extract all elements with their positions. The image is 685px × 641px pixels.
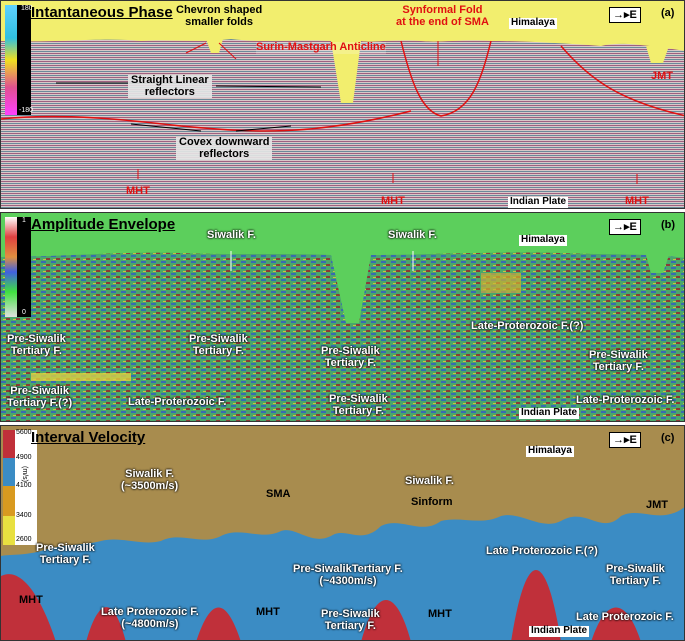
label-presiwalik-3: Pre-Siwalik Tertiary F. <box>321 345 380 369</box>
label-late-proterozoic-1: Late-Proterozoic F.(?) <box>471 320 584 332</box>
panel-instantaneous-phase: 180 -180 Intantaneous Phase →▸E (a) Chev… <box>0 0 685 209</box>
colorbar-unit: (m/s) <box>21 466 28 482</box>
label-indian-plate: Indian Plate <box>519 407 580 419</box>
label-sinform: Sinform <box>411 496 453 508</box>
colorbar-max: 180 <box>21 5 33 12</box>
label-mht-3: MHT <box>625 195 649 207</box>
label-late-proterozoic-2: Late Proterozoic F. (~4800m/s) <box>101 606 199 630</box>
colorbar-tick-3400: 3400 <box>16 512 32 519</box>
direction-indicator: →▸E <box>609 7 641 23</box>
label-synformal: Synformal Fold at the end of SMA <box>396 4 489 28</box>
label-indian-plate: Indian Plate <box>529 625 590 637</box>
panel-label: (c) <box>661 432 675 444</box>
label-indian-plate: Indian Plate <box>508 196 569 208</box>
label-himalaya: Himalaya <box>519 234 567 246</box>
colorbar-tick-4900: 4900 <box>16 454 32 461</box>
colorbar-min: 0 <box>22 309 26 316</box>
panel-title: Interval Velocity <box>31 429 146 446</box>
colorbar-tick-4100: 4100 <box>16 482 32 489</box>
label-siwalik-1: Siwalik F. (~3500m/s) <box>121 468 179 492</box>
label-jmt: JMT <box>646 499 668 511</box>
label-himalaya: Himalaya <box>509 17 557 29</box>
label-presiwalik-5: Pre-Siwalik Tertiary F.(?) <box>7 385 73 409</box>
panel-title: Amplitude Envelope <box>31 216 176 233</box>
direction-indicator: →▸E <box>609 219 641 235</box>
panel-label: (b) <box>661 219 676 231</box>
label-presiwalik-1: Pre-Siwalik Tertiary F. <box>36 542 95 566</box>
label-late-proterozoic-3: Late Proterozoic F. <box>576 611 674 623</box>
label-presiwalik-2: Pre-SiwalikTertiary F. (~4300m/s) <box>293 563 403 587</box>
label-mht-2: MHT <box>381 195 405 207</box>
label-himalaya: Himalaya <box>526 445 574 457</box>
label-chevron: Chevron shaped smaller folds <box>176 4 263 28</box>
label-presiwalik-4: Pre-Siwalik Tertiary F. <box>589 349 648 373</box>
phase-colorbar <box>5 5 31 115</box>
label-siwalik-2: Siwalik F. <box>388 229 437 241</box>
direction-indicator: →▸E <box>609 432 641 448</box>
label-straight-reflectors: Straight Linear reflectors <box>128 74 212 99</box>
label-siwalik-2: Siwalik F. <box>405 475 454 487</box>
label-presiwalik-3: Pre-Siwalik Tertiary F. <box>606 563 665 587</box>
label-mht-1: MHT <box>19 594 43 606</box>
colorbar-max: 1 <box>22 217 26 224</box>
colorbar-tick-2600: 2600 <box>16 536 32 543</box>
panel-title: Intantaneous Phase <box>31 4 173 21</box>
seismic-phase-image <box>1 1 684 208</box>
seismic-amplitude-image <box>1 213 684 421</box>
label-presiwalik-6: Pre-Siwalik Tertiary F. <box>329 393 388 417</box>
panel-amplitude-envelope: 1 0 Amplitude Envelope →▸E (b) Siwalik F… <box>0 212 685 422</box>
panel-interval-velocity: 5600 4900 4100 3400 2600 (m/s) Interval … <box>0 425 685 641</box>
label-jmt: JMT <box>651 70 673 82</box>
colorbar-tick-5600: 5600 <box>16 429 32 436</box>
label-presiwalik-2: Pre-Siwalik Tertiary F. <box>189 333 248 357</box>
colorbar-min: -180 <box>19 107 34 114</box>
label-presiwalik-4: Pre-Siwalik Tertiary F. <box>321 608 380 632</box>
velocity-colorbar <box>3 430 37 545</box>
label-mht-3: MHT <box>428 608 452 620</box>
velocity-model-image <box>1 426 684 640</box>
label-late-proterozoic-1: Late Proterozoic F.(?) <box>486 545 598 557</box>
label-late-proterozoic-2: Late-Proterozoic F. <box>128 396 227 408</box>
label-late-proterozoic-3: Late-Proterozoic F. <box>576 394 675 406</box>
label-sma: Surin-Mastgarh Anticline <box>256 41 386 54</box>
label-sma: SMA <box>266 488 291 500</box>
panel-label: (a) <box>661 7 675 19</box>
label-siwalik-1: Siwalik F. <box>207 229 256 241</box>
label-presiwalik-1: Pre-Siwalik Tertiary F. <box>7 333 66 357</box>
label-covex-reflectors: Covex downward reflectors <box>176 136 273 161</box>
label-mht-1: MHT <box>126 185 150 197</box>
label-mht-2: MHT <box>256 606 280 618</box>
amplitude-colorbar <box>5 217 31 317</box>
